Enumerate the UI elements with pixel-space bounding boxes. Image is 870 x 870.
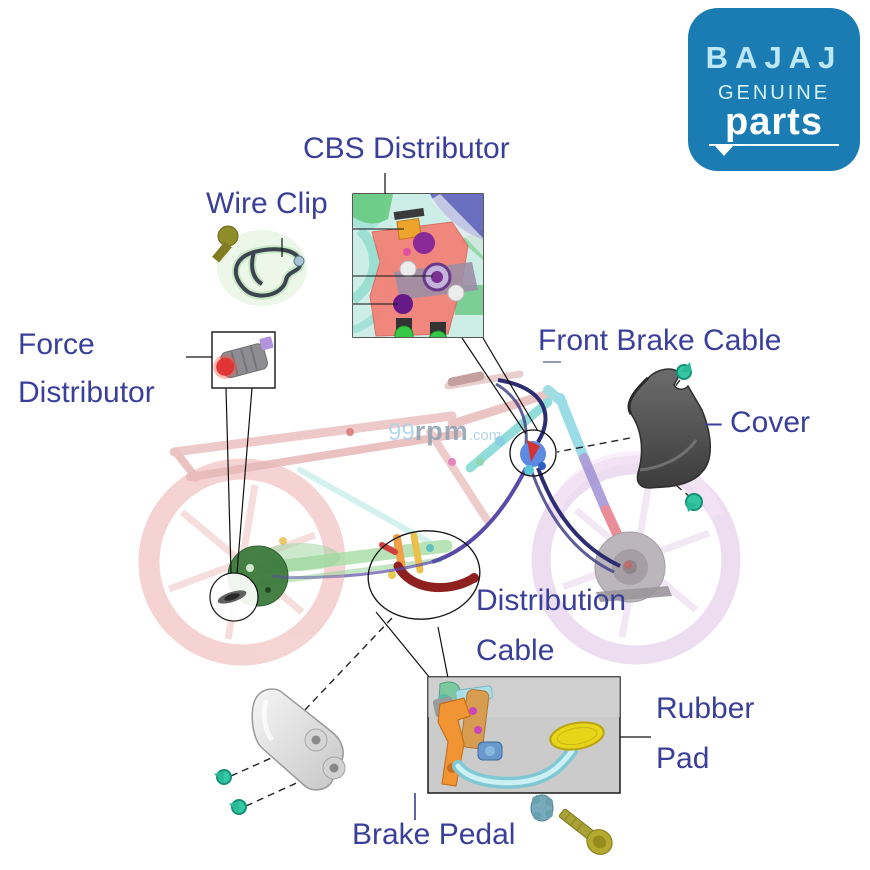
label-force: Force <box>18 328 95 361</box>
label-rubber-pad: Pad <box>656 742 710 775</box>
label-front-brake-cable: Front Brake Cable <box>538 324 782 357</box>
cover-part <box>627 368 711 489</box>
watermark-suffix: .com <box>468 427 502 444</box>
watermark-prefix: 99 <box>388 419 415 446</box>
rear-hub-highlight-circle <box>209 572 259 622</box>
guard-plate-part <box>251 688 346 791</box>
label-distribution-cable: Cable <box>476 634 555 667</box>
label-brake-pedal: Brake Pedal <box>352 818 516 851</box>
brake-pedal-inset <box>427 676 621 794</box>
callout-lines <box>186 173 651 820</box>
pivot-washer <box>530 794 554 822</box>
bike-illustration <box>138 370 741 666</box>
cbs-distributor-inset <box>352 193 484 338</box>
force-distributor-box <box>211 331 276 389</box>
pedal-highlight-ellipse <box>367 530 481 620</box>
bajaj-genuine-parts-logo: BAJAJ GENUINE parts <box>688 8 860 171</box>
wire-clip-part <box>212 225 307 306</box>
genuine-text: GENUINE <box>717 82 831 104</box>
pivot-bolt <box>558 808 613 855</box>
label-wire-clip: Wire Clip <box>206 187 328 220</box>
cbs-distributor-on-bike <box>520 440 546 475</box>
watermark-mid: rpm <box>414 416 469 446</box>
label-distribution: Distribution <box>476 584 627 617</box>
cover-screws <box>676 362 703 512</box>
guard-screws <box>214 769 247 815</box>
watermark-99rpm: 99rpm.com <box>388 416 501 447</box>
label-cbs-distributor: CBS Distributor <box>303 132 510 165</box>
bajaj-brand-text: BAJAJ <box>705 40 843 75</box>
label-cover: – Cover <box>705 406 811 439</box>
label-force-distributor: Distributor <box>18 376 155 409</box>
logo-arrow-icon <box>715 146 733 156</box>
parts-text: parts <box>725 101 823 143</box>
logo-underline <box>709 144 839 156</box>
front-hub-drum <box>594 531 672 603</box>
label-rubber: Rubber <box>656 692 755 725</box>
distributor-highlight-circle <box>509 429 557 477</box>
brake-cables <box>271 378 621 579</box>
